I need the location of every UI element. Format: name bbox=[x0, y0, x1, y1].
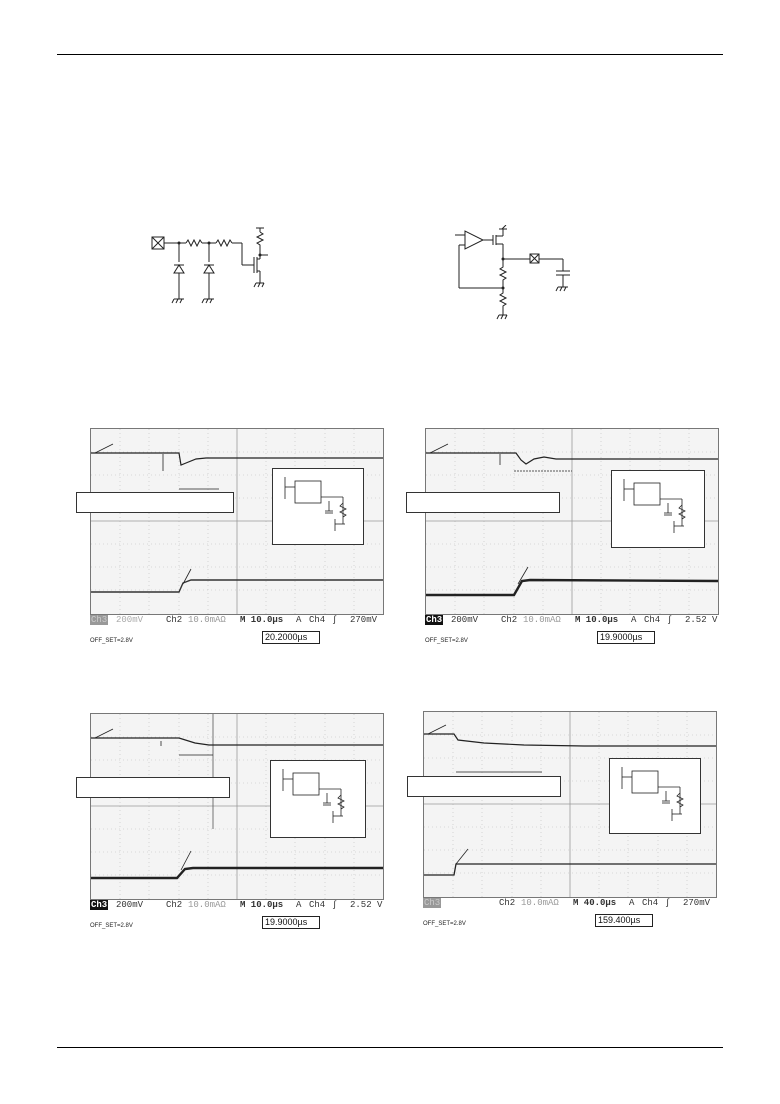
scope-screen bbox=[423, 711, 717, 898]
ch2-scale: 10.0mAΩ bbox=[521, 898, 559, 908]
timebase: M 10.0µs bbox=[240, 615, 284, 625]
ch2-scale: 10.0mAΩ bbox=[523, 615, 561, 625]
trigger-level: 2.52 V bbox=[350, 900, 383, 910]
trigger-slope-icon: ∫ bbox=[332, 615, 338, 625]
test-circuit-inset bbox=[272, 468, 364, 545]
input-protection-circuit-diagram bbox=[151, 227, 268, 304]
scope-capture-1: Ch3 200mV Ch2 10.0mAΩ M 10.0µs A Ch4 ∫ 2… bbox=[76, 428, 390, 648]
trigger-channel: Ch4 bbox=[309, 900, 326, 910]
ch3-scale: 200mV bbox=[451, 615, 479, 625]
trigger-slope-icon: ∫ bbox=[667, 615, 673, 625]
ch2-scale: 10.0mAΩ bbox=[188, 900, 226, 910]
scope-capture-3: Ch3 200mV Ch2 10.0mAΩ M 10.0µs A Ch4 ∫ 2… bbox=[76, 713, 390, 933]
cursor-time-box: 20.2000µs bbox=[262, 631, 320, 644]
ch2-label: Ch2 bbox=[499, 898, 516, 908]
offset-label: OFF_SET=2.8V bbox=[423, 921, 466, 927]
ch2-label: Ch2 bbox=[166, 615, 183, 625]
cursor-time-box: 19.9000µs bbox=[597, 631, 655, 644]
ch3-label: Ch3 bbox=[423, 898, 442, 908]
trigger-slope-icon: ∫ bbox=[665, 898, 671, 908]
trigger-channel: Ch4 bbox=[642, 898, 659, 908]
regulator-output-circuit-diagram bbox=[455, 225, 570, 320]
scope-readout: Ch3 200mV Ch2 10.0mAΩ M 10.0µs A Ch4 ∫ 2… bbox=[90, 615, 390, 628]
offset-label: OFF_SET=2.8V bbox=[90, 923, 133, 929]
trigger-mode: A bbox=[296, 900, 302, 910]
trigger-channel: Ch4 bbox=[309, 615, 326, 625]
caption-box bbox=[407, 776, 561, 797]
header-rule bbox=[57, 54, 723, 55]
ch2-scale: 10.0mAΩ bbox=[188, 615, 226, 625]
ch2-label: Ch2 bbox=[501, 615, 518, 625]
ch3-label: Ch3 bbox=[90, 900, 109, 910]
caption-box bbox=[406, 492, 560, 513]
ch3-scale: 200mV bbox=[116, 900, 144, 910]
scope-capture-4: Ch3 Ch2 10.0mAΩ M 40.0µs A Ch4 ∫ 270mV 1… bbox=[407, 711, 723, 931]
ch3-scale: 200mV bbox=[116, 615, 144, 625]
footer-rule bbox=[57, 1047, 723, 1048]
trigger-level: 270mV bbox=[683, 898, 711, 908]
trigger-level: 270mV bbox=[350, 615, 378, 625]
trigger-slope-icon: ∫ bbox=[332, 900, 338, 910]
scope-readout: Ch3 200mV Ch2 10.0mAΩ M 10.0µs A Ch4 ∫ 2… bbox=[90, 900, 390, 913]
caption-box bbox=[76, 492, 234, 513]
scope-capture-2: Ch3 200mV Ch2 10.0mAΩ M 10.0µs A Ch4 ∫ 2… bbox=[406, 428, 725, 648]
trigger-channel: Ch4 bbox=[644, 615, 661, 625]
ch3-label: Ch3 bbox=[90, 615, 109, 625]
caption-box bbox=[76, 777, 230, 798]
trigger-mode: A bbox=[631, 615, 637, 625]
offset-label: OFF_SET=2.8V bbox=[425, 638, 468, 644]
offset-label: OFF_SET=2.8V bbox=[90, 638, 133, 644]
timebase: M 40.0µs bbox=[573, 898, 617, 908]
scope-readout: Ch3 Ch2 10.0mAΩ M 40.0µs A Ch4 ∫ 270mV bbox=[423, 898, 723, 911]
ch2-label: Ch2 bbox=[166, 900, 183, 910]
scope-readout: Ch3 200mV Ch2 10.0mAΩ M 10.0µs A Ch4 ∫ 2… bbox=[425, 615, 725, 628]
timebase: M 10.0µs bbox=[575, 615, 619, 625]
trigger-mode: A bbox=[629, 898, 635, 908]
trigger-mode: A bbox=[296, 615, 302, 625]
cursor-time-box: 19.9000µs bbox=[262, 916, 320, 929]
ch3-label: Ch3 bbox=[425, 615, 444, 625]
cursor-time-box: 159.400µs bbox=[595, 914, 653, 927]
test-circuit-inset bbox=[611, 470, 705, 548]
timebase: M 10.0µs bbox=[240, 900, 284, 910]
test-circuit-inset bbox=[609, 758, 701, 834]
trigger-level: 2.52 V bbox=[685, 615, 718, 625]
test-circuit-inset bbox=[270, 760, 366, 838]
